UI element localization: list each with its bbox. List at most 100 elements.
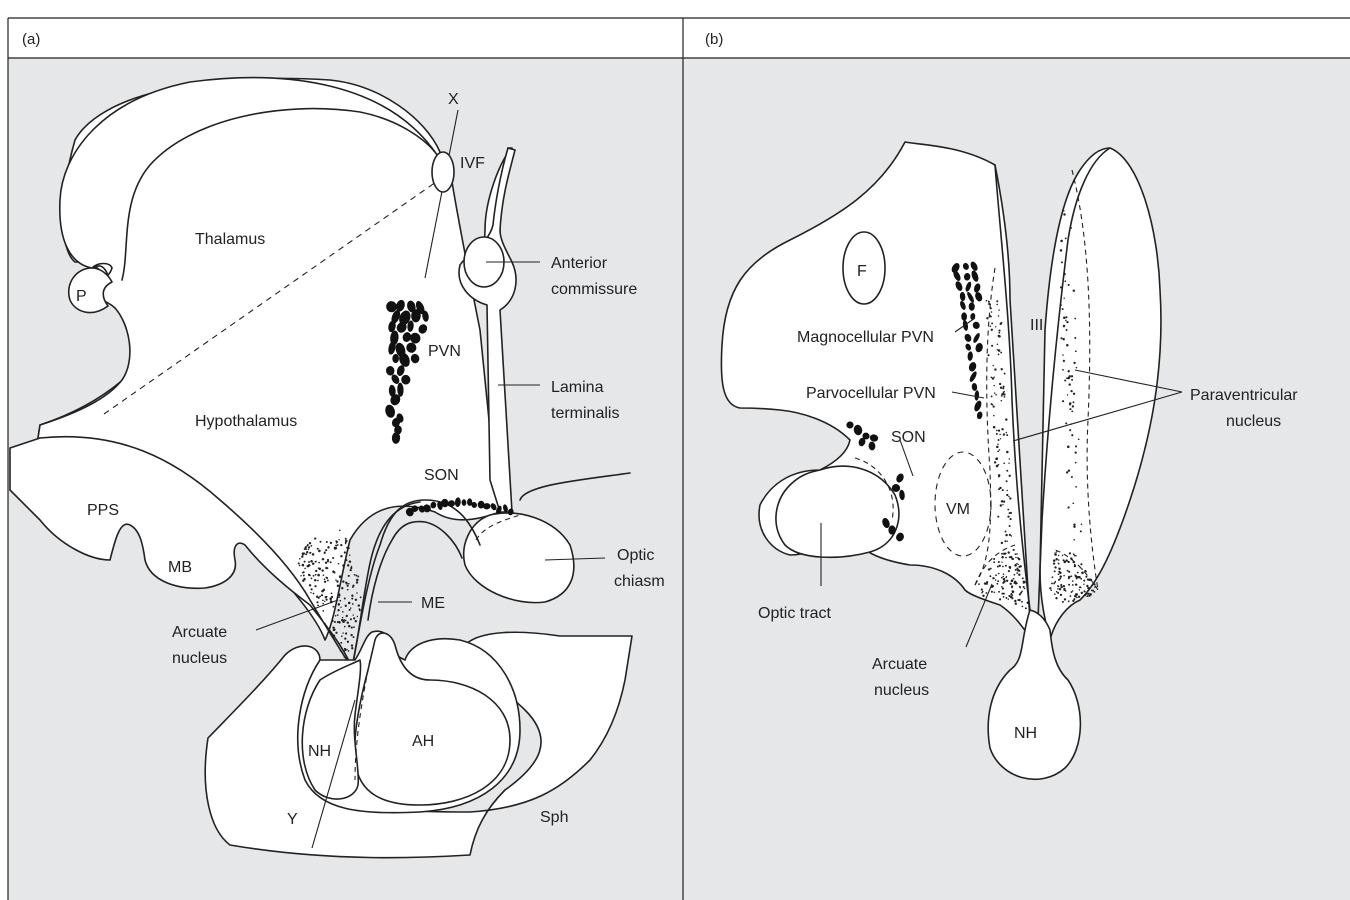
arcuate-dot [311,545,313,547]
arcuate-dot-b [1001,577,1003,579]
parvocellular-dot [1066,344,1069,347]
arcuate-dot [338,643,340,645]
arcuate-dot [324,601,325,602]
arcuate-dot-b [1062,555,1063,556]
parvocellular-dot [1064,379,1066,381]
arcuate-dot-b [1084,594,1086,596]
parvocellular-dot [997,516,999,518]
arcuate-dot [343,650,344,651]
arcuate-dot [355,599,357,601]
parvocellular-dot [992,404,993,405]
arcuate-dot-b [1005,565,1007,567]
parvocellular-dot [1005,534,1007,536]
parvocellular-dot [1010,512,1012,514]
arcuate-dot-b [1002,576,1003,577]
arcuate-dot-b [1015,569,1017,571]
arcuate-dot [347,585,349,587]
arcuate-dot [347,589,349,591]
label-paraventricular-2: nucleus [1226,413,1281,430]
arcuate-dot-b [1083,584,1084,585]
arcuate-dot-b [1025,607,1027,609]
parvocellular-dot [1003,393,1005,395]
parvocellular-dot [1063,297,1064,298]
parvocellular-dot [986,317,988,319]
parvocellular-dot [1004,540,1006,542]
parvocellular-dot [1006,432,1008,434]
parvocellular-dot [1062,354,1064,356]
label-arcuate-2: nucleus [172,650,227,667]
parvocellular-dot [998,315,1000,317]
label-iii: III [1030,317,1043,334]
arcuate-dot [309,575,311,577]
arcuate-dot-b [1016,572,1018,574]
arcuate-dot-b [1094,586,1096,588]
parvocellular-dot [994,392,995,393]
arcuate-dot-b [1075,583,1077,585]
arcuate-dot-b [1009,556,1011,558]
arcuate-dot-b [1006,580,1008,582]
parvocellular-dot [1009,458,1011,460]
arcuate-dot [331,620,333,622]
arcuate-dot [344,597,346,599]
arcuate-dot [350,569,352,571]
parvocellular-dot [996,300,998,302]
arcuate-dot [351,647,353,649]
arcuate-dot-b [1091,590,1093,592]
parvocellular-dot [1072,405,1074,407]
label-arcuate-b-1: Arcuate [872,656,927,673]
arcuate-dot [319,596,321,598]
parvocellular-dot [993,406,995,408]
arcuate-dot [307,565,310,568]
parvocellular-dot [1060,249,1063,252]
parvocellular-dot [1000,323,1002,325]
arcuate-dot [324,552,326,554]
arcuate-dot-b [1017,599,1019,601]
label-vm: VM [946,501,970,518]
arcuate-dot [311,578,313,580]
parvocellular-dot [1071,411,1073,413]
arcuate-dot-b [1005,597,1007,599]
arcuate-dot-b [1080,563,1082,565]
arcuate-dot-b [997,565,999,567]
label-optic-chiasm-1: Optic [617,547,654,564]
arcuate-dot-b [1073,598,1075,600]
parvocellular-dot [1000,504,1002,506]
arcuate-dot [338,596,340,598]
label-son-b: SON [891,429,926,446]
parvocellular-dot [1074,337,1076,339]
parvocellular-dot [1062,308,1064,310]
parvocellular-dot [1007,540,1008,541]
arcuate-dot [321,594,323,596]
arcuate-dot [312,553,315,556]
arcuate-dot-b [1074,564,1076,566]
label-me: ME [421,595,445,612]
arcuate-dot [351,595,353,597]
label-arcuate-1: Arcuate [172,624,227,641]
parvocellular-dot [1065,422,1067,424]
parvocellular-dot [1004,373,1006,375]
arcuate-dot [333,635,335,637]
parvocellular-dot [1005,531,1007,533]
arcuate-dot [348,575,350,577]
parvocellular-dot [986,300,988,302]
arcuate-dot [346,649,348,651]
arcuate-dot-b [1084,590,1086,592]
parvocellular-dot [1061,261,1063,263]
arcuate-dot-b [1054,552,1055,553]
arcuate-dot-b [1080,578,1082,580]
arcuate-dot-b [999,565,1001,567]
parvocellular-dot [1002,504,1003,505]
label-nh-b: NH [1014,725,1037,742]
label-son: SON [424,467,459,484]
label-anterior-commissure-1: Anterior [551,255,608,272]
arcuate-dot [358,604,360,606]
parvocellular-dot [989,315,991,317]
label-p: P [76,288,87,305]
arcuate-dot [318,567,320,569]
arcuate-dot [346,547,348,549]
arcuate-dot [348,650,350,652]
parvocellular-dot [1073,289,1075,291]
arcuate-dot [330,561,332,563]
parvocellular-dot [991,322,993,324]
parvocellular-dot [998,429,1000,431]
